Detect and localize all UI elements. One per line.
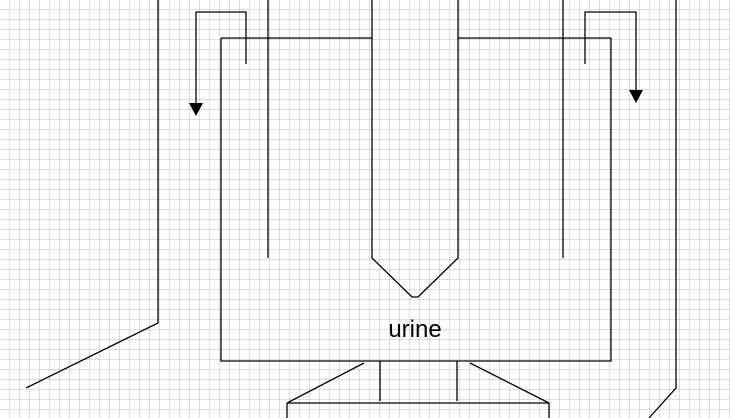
wire-left [195,11,247,103]
wire-right [584,11,637,90]
central-tube [371,0,459,298]
base-slope-left [286,362,365,404]
outer-wall-left [25,0,159,389]
urine-label: urine [388,316,441,343]
arrow-down-right-icon [629,90,643,103]
outer-wall-right [648,0,677,418]
inner-container [220,38,612,362]
base-slope-right [469,362,550,404]
arrow-down-left-icon [189,103,203,116]
